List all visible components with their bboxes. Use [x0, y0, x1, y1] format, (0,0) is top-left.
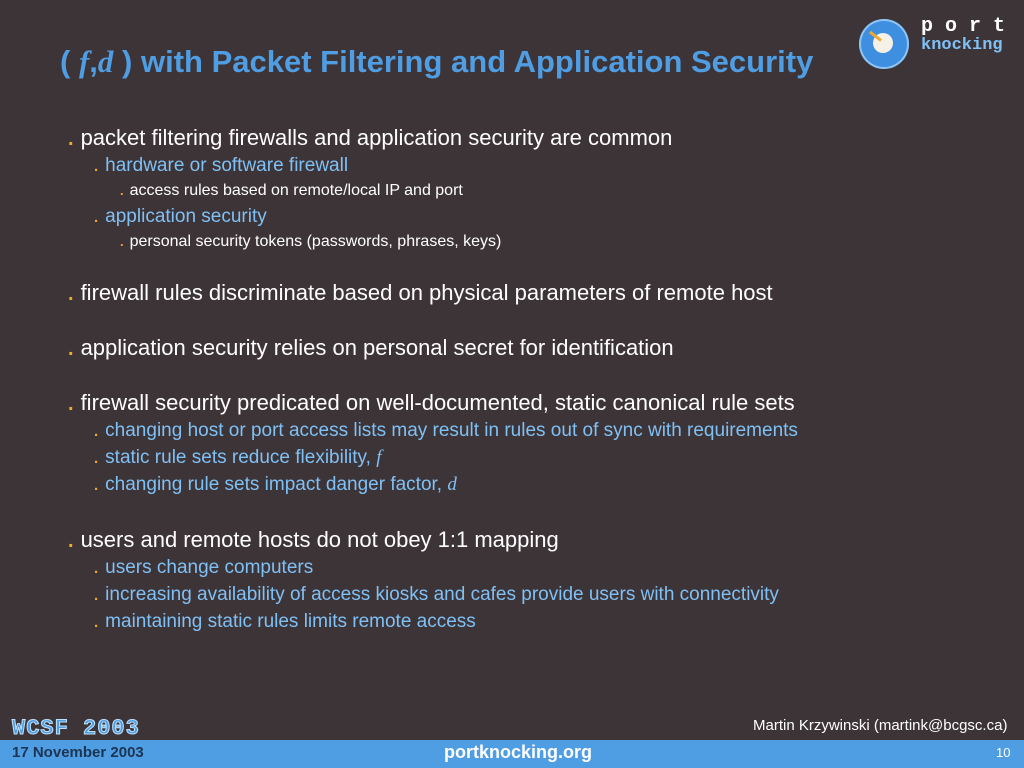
- footer-bar: [0, 740, 1024, 768]
- bullet-icon: .: [68, 530, 74, 552]
- bullet-icon: .: [94, 614, 99, 631]
- list-item: .firewall security predicated on well-do…: [68, 390, 795, 415]
- bullet-icon: .: [94, 587, 99, 604]
- list-item: .personal security tokens (passwords, ph…: [120, 233, 502, 250]
- var-d: d: [447, 474, 457, 495]
- bullet-icon: .: [68, 393, 74, 415]
- logo-line-1: port: [921, 15, 1018, 38]
- title-comma: ,: [89, 44, 98, 79]
- list-item: .application security: [94, 206, 267, 227]
- bullet-icon: .: [68, 283, 74, 305]
- bullet-icon: .: [68, 338, 74, 360]
- bullet-icon: .: [120, 234, 124, 249]
- bullet-icon: .: [120, 183, 124, 198]
- author-label: Martin Krzywinski (martink@bcgsc.ca): [753, 717, 1008, 734]
- bullet-icon: .: [68, 128, 74, 150]
- bullet-icon: .: [94, 450, 99, 467]
- list-item: .firewall rules discriminate based on ph…: [68, 280, 773, 305]
- conference-label: WCSF 2003: [12, 716, 140, 742]
- bullet-icon: .: [94, 209, 99, 226]
- list-item: .application security relies on personal…: [68, 335, 674, 360]
- list-item: .changing host or port access lists may …: [94, 420, 798, 441]
- page-number: 10: [996, 745, 1011, 760]
- bullet-icon: .: [94, 477, 99, 494]
- list-item: .users and remote hosts do not obey 1:1 …: [68, 527, 559, 552]
- bullet-icon: .: [94, 560, 99, 577]
- list-item: .static rule sets reduce flexibility, f: [94, 447, 382, 468]
- bullet-icon: .: [94, 158, 99, 175]
- list-item: .maintaining static rules limits remote …: [94, 611, 476, 632]
- title-var-f: f: [78, 44, 90, 79]
- list-item: .increasing availability of access kiosk…: [94, 584, 779, 605]
- date-label: 17 November 2003: [12, 744, 144, 761]
- list-item: .users change computers: [94, 557, 314, 578]
- list-item: .hardware or software firewall: [94, 155, 349, 176]
- var-f: f: [376, 447, 382, 468]
- list-item: .access rules based on remote/local IP a…: [120, 182, 463, 199]
- port-knocking-logo-icon: [859, 19, 909, 69]
- bullet-icon: .: [94, 423, 99, 440]
- title-text: ) with Packet Filtering and Application …: [122, 44, 814, 79]
- logo-text: port knocking: [921, 15, 1018, 56]
- title-var-d: d: [97, 44, 114, 79]
- list-item: .packet filtering firewalls and applicat…: [68, 125, 673, 150]
- title-paren-open: (: [60, 44, 71, 79]
- site-label: portknocking.org: [444, 742, 592, 762]
- list-item: .changing rule sets impact danger factor…: [94, 474, 457, 495]
- slide-title: ( f,d ) with Packet Filtering and Applic…: [60, 44, 813, 80]
- logo-line-2: knocking: [921, 36, 1003, 55]
